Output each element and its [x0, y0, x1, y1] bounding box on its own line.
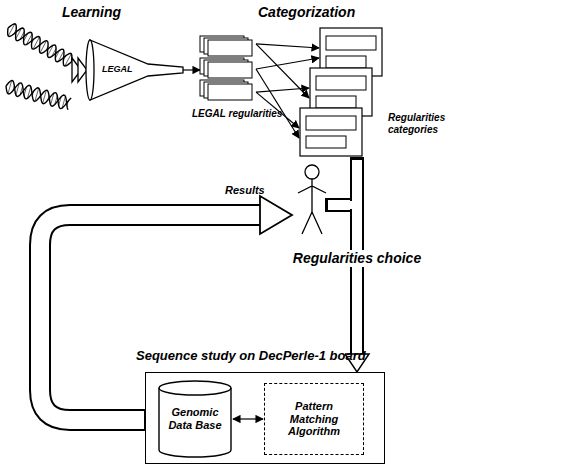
regularity-card	[208, 84, 252, 100]
dna-rung	[32, 91, 33, 96]
regularities-label: LEGAL regularities	[192, 108, 282, 120]
dna-rung	[43, 90, 47, 103]
dna-rung	[67, 101, 68, 106]
connector-line	[233, 418, 263, 419]
dna-strands	[6, 24, 72, 110]
connector-line	[256, 69, 299, 138]
dna-rung	[13, 86, 14, 91]
junction-patch	[349, 201, 358, 209]
dna-rung	[62, 96, 65, 108]
input-chevron	[72, 58, 87, 82]
genomic-database-label: Genomic Data Base	[165, 406, 225, 431]
category-slot	[306, 116, 356, 130]
stage-title: Learning	[62, 4, 121, 20]
genomic-database-cylinder: Genomic Data Base	[158, 381, 232, 457]
regularity-card	[208, 40, 252, 56]
dna-rung	[51, 93, 54, 105]
person-head	[305, 165, 319, 179]
dna-rung	[58, 51, 64, 62]
funnel-mouth	[86, 40, 94, 100]
categories-stack-outline	[300, 28, 382, 156]
dna-rung	[27, 87, 30, 99]
dna-rung	[63, 56, 65, 60]
dna-rung	[16, 83, 19, 95]
dna-rung	[24, 87, 26, 96]
dna-rung	[32, 39, 34, 43]
results-arrowhead	[260, 196, 292, 234]
arrow-label: Results	[225, 184, 265, 197]
category-slot	[316, 76, 366, 90]
person-figure	[298, 165, 326, 234]
pattern-matching-box: Pattern Matching Algorithm	[264, 383, 364, 455]
category-frame	[300, 108, 362, 156]
results-band-inner	[40, 215, 264, 420]
dna-rung	[35, 88, 39, 101]
dna-rung	[65, 54, 71, 66]
flow-arrow	[183, 70, 200, 71]
person-body	[298, 179, 326, 234]
dna-rung	[26, 34, 32, 45]
dna-rung	[59, 97, 61, 106]
dna-rung	[46, 47, 48, 51]
dna-rung	[55, 50, 59, 58]
cylinder-rim	[159, 388, 231, 395]
category-slot	[326, 36, 376, 50]
dna-backbone	[8, 24, 72, 66]
edge-label: Regularities choice	[290, 250, 424, 267]
dna-rung	[33, 37, 39, 49]
pattern-matching-label: Pattern Matching Algorithm	[272, 400, 356, 438]
choice-band-inner	[328, 200, 357, 210]
dna-rung	[48, 45, 54, 56]
dna-rung	[52, 48, 56, 56]
dna-rung	[16, 28, 22, 39]
dna-rung	[20, 86, 22, 95]
categories-stack: Regularities categories	[300, 28, 382, 156]
connector-line	[183, 69, 200, 70]
dna-rung	[48, 96, 49, 101]
legal-funnel: LEGAL	[88, 38, 183, 102]
dna-rung	[20, 32, 24, 40]
sequence-study-label: Sequence study on DecPerle-1 board	[136, 349, 366, 364]
dna-rung	[8, 24, 14, 36]
regularity-card	[208, 62, 252, 78]
cylinder-body	[159, 381, 231, 457]
stage-title: Categorization	[258, 4, 355, 20]
dna-backbone	[6, 80, 68, 109]
choice-band-end	[350, 157, 364, 159]
funnel-body	[90, 40, 183, 100]
sequence-study-board: Genomic Data Base Pattern Matching Algori…	[145, 372, 385, 464]
category-slot	[326, 56, 366, 68]
regularities-stack: LEGAL regularities	[200, 36, 256, 102]
choice-band-end	[325, 198, 327, 212]
dna-rung	[8, 80, 12, 93]
flow-arrow	[233, 419, 263, 420]
connector-line	[256, 44, 309, 98]
categories-label: Regularities categories	[388, 112, 456, 135]
category-slot	[316, 96, 356, 108]
category-slot	[306, 136, 346, 148]
dna-rung	[55, 96, 57, 105]
connector-line	[256, 88, 309, 92]
dna-rung	[24, 33, 28, 41]
legal-label: LEGAL	[102, 64, 133, 74]
connector-line	[256, 58, 319, 69]
connector-line	[256, 44, 319, 48]
regularities-stack-outline	[200, 36, 256, 102]
dna-rung	[14, 30, 16, 34]
dna-rung	[40, 41, 46, 53]
